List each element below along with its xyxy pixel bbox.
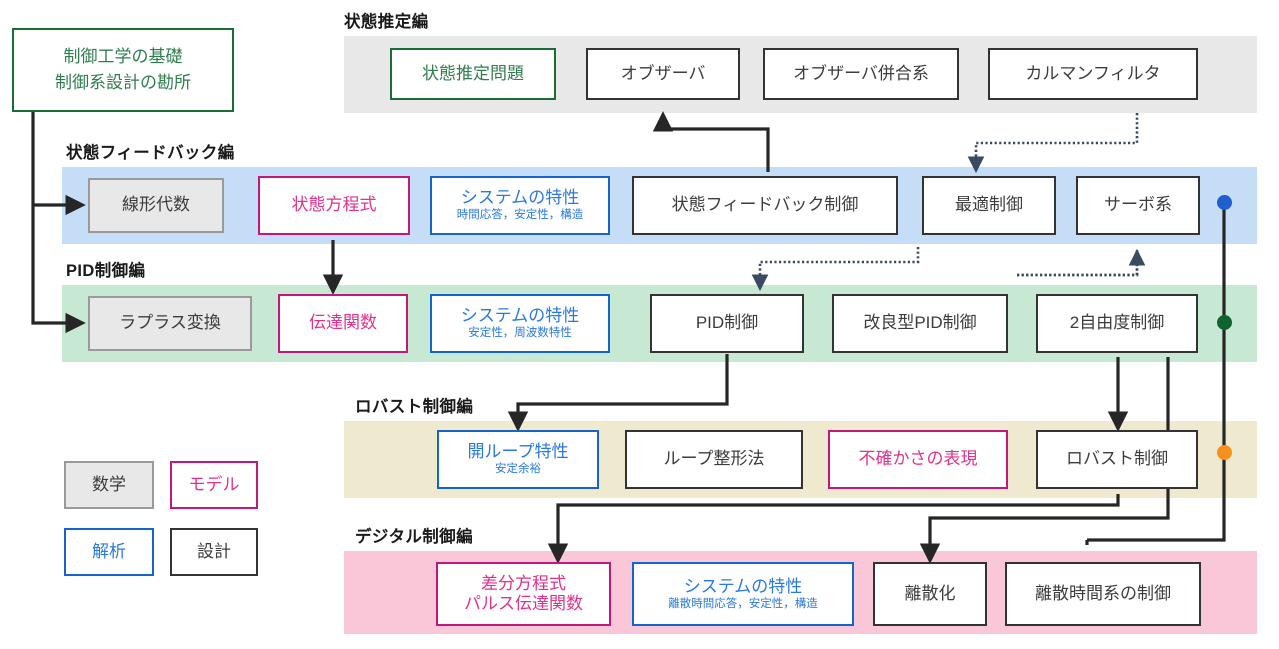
node-label: 線形代数 (122, 195, 190, 215)
node-label: 最適制御 (955, 195, 1023, 215)
node-state-estimation-problem[interactable]: 状態推定問題 (390, 48, 556, 100)
node-label: 2自由度制御 (1069, 313, 1165, 333)
node-observer-combined-system[interactable]: オブザーバ併合系 (763, 48, 959, 100)
node-system-characteristics-pid[interactable]: システムの特性 安定性，周波数特性 (430, 294, 610, 353)
node-label: 開ループ特性 (467, 442, 569, 462)
node-system-characteristics-digital[interactable]: システムの特性 離散時間応答，安定性，構造 (632, 562, 854, 626)
node-laplace-transform[interactable]: ラプラス変換 (88, 296, 252, 351)
band-label-state-feedback: 状態フィードバック編 (66, 144, 235, 162)
band-label-robust-control: ロバスト制御編 (355, 398, 474, 416)
node-label: ループ整形法 (663, 449, 765, 469)
node-improved-pid-control[interactable]: 改良型PID制御 (832, 294, 1008, 353)
node-uncertainty-representation[interactable]: 不確かさの表現 (828, 430, 1008, 489)
marker-blue-dot (1217, 195, 1232, 210)
node-label: システムの特性 (683, 576, 803, 596)
node-label: 状態推定問題 (422, 63, 524, 83)
node-observer[interactable]: オブザーバ (586, 48, 740, 100)
node-label: ロバスト制御 (1066, 449, 1168, 469)
title-box[interactable]: 制御工学の基礎 制御系設計の勘所 (12, 28, 234, 112)
node-linear-algebra[interactable]: 線形代数 (88, 178, 224, 233)
node-transfer-function[interactable]: 伝達関数 (278, 294, 408, 353)
legend-label: 解析 (92, 541, 126, 561)
marker-orange-dot (1217, 445, 1232, 460)
node-label-2: パルス伝達関数 (464, 594, 583, 613)
legend-design[interactable]: 設計 (170, 528, 258, 576)
node-pid-control[interactable]: PID制御 (650, 294, 804, 353)
node-sublabel: 離散時間応答，安定性，構造 (668, 597, 818, 610)
node-difference-equation[interactable]: 差分方程式 パルス伝達関数 (436, 562, 611, 626)
node-label: 離散化 (904, 583, 956, 603)
band-label-pid-control: PID制御編 (66, 262, 146, 280)
node-sublabel: 安定性，周波数特性 (468, 327, 572, 340)
node-optimal-control[interactable]: 最適制御 (922, 176, 1056, 235)
node-open-loop-characteristics[interactable]: 開ループ特性 安定余裕 (437, 430, 599, 489)
title-line-1: 制御工学の基礎 (63, 46, 183, 66)
node-label: PID制御 (695, 313, 759, 333)
node-label: オブザーバ併合系 (793, 63, 929, 83)
node-state-equation[interactable]: 状態方程式 (258, 176, 410, 235)
node-label: システムの特性 (460, 306, 580, 326)
legend-math[interactable]: 数学 (64, 461, 154, 509)
node-sublabel: 時間応答，安定性，構造 (456, 209, 584, 222)
node-label: オブザーバ (620, 63, 706, 83)
legend-analysis[interactable]: 解析 (64, 528, 154, 576)
node-discretization[interactable]: 離散化 (873, 562, 987, 626)
node-label: システムの特性 (460, 188, 580, 208)
node-loop-shaping-method[interactable]: ループ整形法 (625, 430, 803, 489)
node-label: 状態フィードバック制御 (671, 195, 859, 215)
node-state-feedback-control[interactable]: 状態フィードバック制御 (632, 176, 898, 235)
node-label: 不確かさの表現 (858, 449, 978, 469)
node-label: 改良型PID制御 (863, 313, 977, 333)
node-robust-control[interactable]: ロバスト制御 (1036, 430, 1198, 489)
marker-green-dot (1217, 315, 1232, 330)
legend-label: 数学 (92, 474, 126, 494)
node-label: 差分方程式 (481, 573, 566, 593)
node-sublabel: 安定余裕 (495, 463, 541, 476)
node-system-characteristics-sf[interactable]: システムの特性 時間応答，安定性，構造 (430, 176, 610, 235)
node-two-degree-of-freedom-control[interactable]: 2自由度制御 (1036, 294, 1198, 353)
legend-label: 設計 (197, 541, 231, 561)
node-discrete-time-system-control[interactable]: 離散時間系の制御 (1005, 562, 1201, 626)
node-label: ラプラス変換 (119, 313, 221, 333)
title-line-2: 制御系設計の勘所 (55, 73, 191, 92)
node-label: 伝達関数 (309, 313, 377, 333)
band-label-digital-control: デジタル制御編 (355, 528, 473, 546)
node-label: サーボ系 (1104, 195, 1172, 215)
node-label: 状態方程式 (291, 195, 377, 215)
node-kalman-filter[interactable]: カルマンフィルタ (988, 48, 1198, 100)
band-label-state-estimation: 状態推定編 (344, 13, 429, 31)
legend-model[interactable]: モデル (170, 461, 258, 509)
node-label: カルマンフィルタ (1025, 63, 1161, 83)
legend-label: モデル (188, 474, 240, 494)
node-servo-system[interactable]: サーボ系 (1076, 176, 1200, 235)
node-label: 離散時間系の制御 (1035, 583, 1171, 603)
